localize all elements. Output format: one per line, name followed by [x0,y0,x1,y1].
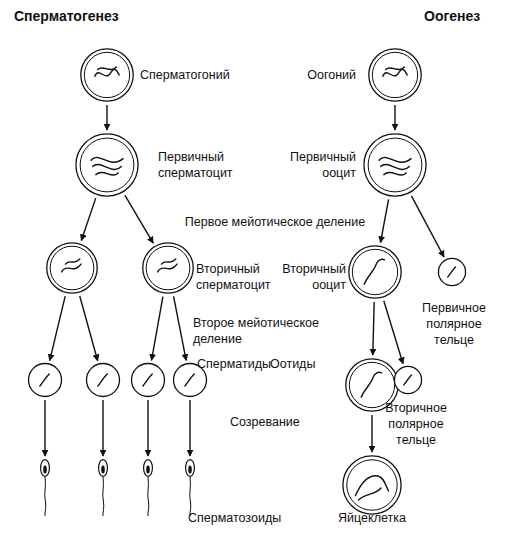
cell-circle: Оогоний [368,48,422,102]
cell-label: Сперматогоний [140,67,230,83]
cell-label: Вторичный ооцит [258,261,346,293]
cell-circle [131,363,165,397]
cell-outline [142,242,194,294]
cell-label: Вторичное полярное тельце [374,400,458,448]
arrow-connector [102,400,103,456]
cell-outline [348,245,402,299]
cell-outline [46,242,98,294]
arrow-connector [106,105,107,130]
cell-outline [28,363,62,397]
spermatozoon [143,459,153,477]
arrow-connector [147,400,148,456]
cell-outline [75,133,139,197]
arrow-connector [371,415,372,452]
cell-circle [86,363,120,397]
sperm-shape [98,459,108,477]
cell-circle: Вторичное полярное тельце [394,366,422,394]
arrow-connector [174,296,187,360]
sperm-shape [143,459,153,477]
cell-circle: Сперматиды [173,363,207,397]
column-heading: Сперматогенез [14,8,119,24]
arrow-connector [373,302,374,355]
arrow-connector [381,199,389,242]
stage-label: Созревание [230,414,300,430]
arrow-connector [152,297,163,361]
arrow-connector [44,400,45,456]
cell-label: Первичное полярное тельце [412,300,496,348]
arrow-connector [81,198,95,240]
cell-circle: Первичное полярное тельце [438,258,466,286]
cell-label: Первичный ооцит [278,149,356,181]
cell-outline [363,133,427,197]
cell-label: Первичный сперматоцит [158,149,250,181]
cell-circle: Вторичный ооцит [348,245,402,299]
cell-label: Сперматиды [197,356,271,372]
arrow-connector [394,105,395,130]
spermatozoon [40,459,50,477]
arrow-connector [189,400,190,456]
stage-label: Второе мейотическое деление [193,315,361,347]
sperm-shape [185,459,195,477]
cell-outline [86,363,120,397]
cell-label: Оогоний [280,67,356,83]
cell-outline [394,366,422,394]
cell-circle: Первичный ооцит [363,133,427,197]
cell-label: Сперматозоиды [188,510,281,526]
cell-circle: Сперматогоний [80,48,134,102]
cell-circle: Вторичный сперматоцит [142,242,194,294]
cell-circle [46,242,98,294]
cell-outline [438,258,466,286]
arrow-connector [411,196,444,257]
arrow-connector [50,296,66,360]
arrow-connector [125,195,153,243]
cell-outline [80,48,134,102]
cell-label: Оотиды [270,356,315,372]
cell-outline [342,455,402,515]
arrow-connector [384,301,403,364]
spermatozoon [98,459,108,477]
stage-label: Первое мейотическое деление [170,214,380,230]
cell-label: Вторичный сперматоцит [196,261,288,293]
cell-outline [368,48,422,102]
cell-circle: Первичный сперматоцит [75,133,139,197]
cell-circle: Яйцеклетка [342,455,402,515]
cell-label: Яйцеклетка [327,510,417,526]
cell-outline [131,363,165,397]
sperm-shape [40,459,50,477]
spermatozoon: Сперматозоиды [185,459,195,477]
column-heading: Оогенез [424,8,480,24]
arrow-connector [80,296,98,361]
cell-circle [28,363,62,397]
